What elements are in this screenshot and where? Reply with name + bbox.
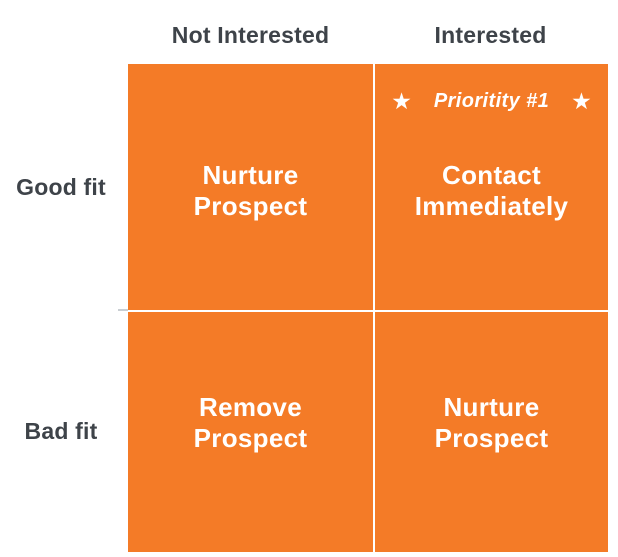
matrix-grid: Nurture Prospect ★ Prioritity #1 ★ Conta… — [128, 64, 608, 552]
column-header-interested: Interested — [434, 22, 547, 48]
priority-banner-label: Prioritity #1 — [433, 90, 550, 112]
quadrant-contact-immediately: ★ Prioritity #1 ★ Contact Immediately — [375, 64, 608, 310]
priority-banner: ★ Prioritity #1 ★ — [375, 90, 608, 113]
quadrant-title: Contact Immediately — [414, 160, 569, 221]
horizontal-divider-tick — [118, 309, 128, 311]
column-header-not-interested: Not Interested — [171, 22, 330, 48]
row-header-bad-fit: Bad fit — [24, 418, 98, 444]
quadrant-nurture-prospect-bottom-right: Nurture Prospect — [375, 312, 608, 552]
row-header-good-fit: Good fit — [16, 174, 106, 200]
quadrant-title: Nurture Prospect — [434, 392, 549, 453]
quadrant-nurture-prospect-top-left: Nurture Prospect — [128, 64, 373, 310]
quadrant-title: Remove Prospect — [193, 392, 308, 453]
star-icon-left: ★ — [391, 88, 412, 114]
star-icon-right: ★ — [571, 88, 592, 114]
quadrant-title: Nurture Prospect — [193, 160, 308, 221]
quadrant-remove-prospect: Remove Prospect — [128, 312, 373, 552]
